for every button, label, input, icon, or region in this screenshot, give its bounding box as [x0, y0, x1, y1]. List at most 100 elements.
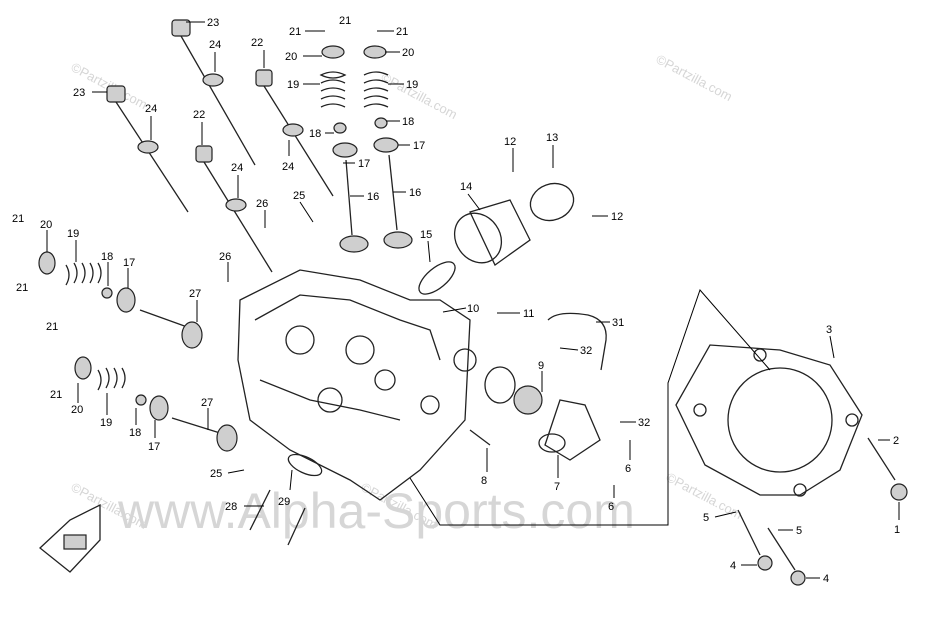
callout-18: 18 — [129, 408, 141, 439]
intake-pipe — [418, 182, 575, 295]
svg-text:15: 15 — [420, 229, 432, 241]
callout-26: 26 — [219, 251, 231, 282]
stud-28 — [249, 489, 271, 531]
watermark-brand-3: ©Partzilla.com — [654, 51, 735, 104]
callout-20: 20 — [71, 383, 83, 416]
svg-text:5: 5 — [796, 525, 802, 537]
callout-29: 29 — [278, 469, 293, 508]
svg-text:24: 24 — [209, 39, 221, 51]
callout-24: 24 — [145, 103, 157, 140]
callout-2: 2 — [878, 435, 899, 447]
svg-text:21: 21 — [396, 26, 408, 38]
callout-17: 17 — [343, 158, 370, 170]
callout-21: 21 — [46, 321, 58, 333]
callout-18: 18 — [101, 251, 113, 286]
svg-text:23: 23 — [73, 87, 85, 99]
svg-text:14: 14 — [460, 181, 472, 193]
callout-20: 20 — [385, 47, 414, 59]
callout-6: 6 — [625, 440, 631, 475]
callout-12: 12 — [504, 136, 516, 172]
bolt-23-front — [106, 85, 189, 213]
callout-21: 21 — [50, 389, 62, 401]
svg-text:17: 17 — [358, 158, 370, 170]
watermark-brand-2: ©Partzilla.com — [379, 69, 460, 122]
callout-19: 19 — [287, 79, 320, 91]
callout-4: 4 — [730, 560, 757, 572]
svg-text:29: 29 — [278, 496, 290, 508]
callout-19: 19 — [67, 228, 79, 262]
callout-3: 3 — [826, 324, 835, 359]
callout-16: 16 — [350, 191, 379, 203]
callout-16: 16 — [393, 187, 421, 199]
svg-text:21: 21 — [46, 321, 58, 333]
callout-26: 26 — [256, 198, 268, 228]
svg-text:19: 19 — [67, 228, 79, 240]
callout-32: 32 — [559, 345, 592, 357]
cylinder-head-gasket — [675, 344, 863, 497]
callout-20: 20 — [285, 51, 322, 63]
front-arrow-icon — [39, 503, 101, 573]
callout-6: 6 — [608, 485, 615, 513]
callout-22: 22 — [251, 37, 265, 68]
svg-text:5: 5 — [703, 512, 709, 524]
svg-text:20: 20 — [402, 47, 414, 59]
svg-text:8: 8 — [481, 475, 487, 487]
svg-text:21: 21 — [50, 389, 62, 401]
svg-text:26: 26 — [219, 251, 231, 263]
cylinder-head — [237, 269, 477, 501]
stud-22-front — [195, 145, 273, 273]
valve-train-left-lower — [74, 356, 238, 452]
svg-text:7: 7 — [554, 481, 560, 493]
svg-text:23: 23 — [207, 17, 219, 29]
callout-15: 15 — [420, 229, 432, 263]
svg-text:13: 13 — [546, 132, 558, 144]
valve-train-left-upper — [38, 251, 203, 349]
svg-text:17: 17 — [148, 441, 160, 453]
svg-text:21: 21 — [339, 15, 351, 27]
washer-24-a — [202, 73, 224, 87]
nut-4-a — [757, 555, 773, 571]
callout-24: 24 — [231, 162, 243, 198]
watermark-site: www.Alpha-Sports.com — [117, 483, 635, 539]
callouts: 23 24 22 21 21 21 20 20 19 19 18 18 17 1… — [12, 15, 900, 585]
svg-text:21: 21 — [289, 26, 301, 38]
callout-27: 27 — [189, 288, 201, 322]
callout-18: 18 — [309, 128, 334, 140]
stud-22-rear — [255, 69, 334, 197]
svg-text:18: 18 — [402, 116, 414, 128]
svg-text:4: 4 — [730, 560, 736, 572]
svg-text:19: 19 — [100, 417, 112, 429]
dowel-29 — [287, 453, 323, 477]
callout-18: 18 — [386, 116, 414, 128]
callout-5: 5 — [778, 525, 802, 537]
washer-24-d — [225, 198, 247, 212]
callout-13: 13 — [546, 132, 558, 168]
washer-24-b — [137, 140, 159, 154]
callout-8: 8 — [481, 448, 488, 487]
svg-text:1: 1 — [894, 524, 900, 536]
washer-24-c — [282, 123, 304, 137]
callout-17: 17 — [398, 140, 425, 152]
callout-24: 24 — [209, 39, 221, 72]
callout-25: 25 — [293, 190, 314, 223]
valve-train-top-right — [363, 45, 413, 249]
svg-text:24: 24 — [282, 161, 294, 173]
svg-text:24: 24 — [145, 103, 157, 115]
svg-text:9: 9 — [538, 360, 544, 372]
callout-21: 21 — [289, 26, 325, 38]
stud-28-b — [287, 507, 306, 546]
svg-text:32: 32 — [580, 345, 592, 357]
svg-text:19: 19 — [406, 79, 418, 91]
nut-1 — [890, 483, 908, 501]
callout-21: 21 — [12, 213, 24, 225]
svg-text:20: 20 — [40, 219, 52, 231]
callout-4: 4 — [806, 573, 829, 585]
svg-text:18: 18 — [309, 128, 321, 140]
callout-24: 24 — [282, 140, 294, 173]
callout-32: 32 — [620, 417, 650, 429]
callout-23: 23 — [186, 17, 219, 29]
thermostat-assembly — [469, 366, 601, 461]
callout-23: 23 — [73, 87, 107, 99]
svg-text:6: 6 — [608, 501, 614, 513]
svg-text:16: 16 — [367, 191, 379, 203]
